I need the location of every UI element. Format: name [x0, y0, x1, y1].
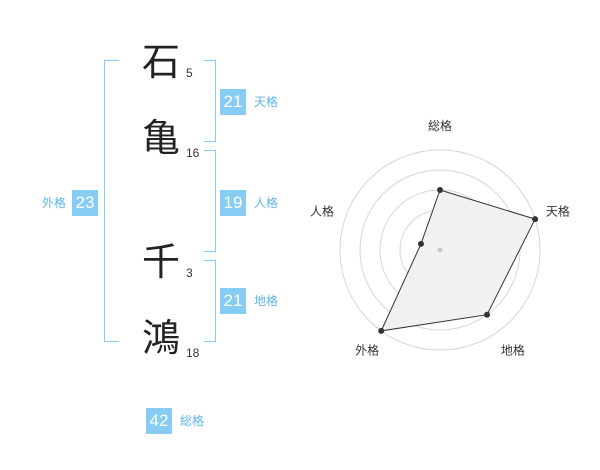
name-char-1: 石 — [141, 40, 180, 84]
stroke-count-4: 18 — [186, 346, 200, 360]
tenkaku-label: 天格 — [254, 95, 279, 109]
radar-ring-5 — [339, 149, 541, 351]
stroke-count-2: 16 — [186, 146, 200, 160]
gaikaku-label: 外格 — [42, 196, 67, 210]
chikaku-label: 地格 — [254, 294, 279, 308]
chikaku-value: 21 — [220, 288, 246, 314]
radar-axis-label-3: 地格 — [501, 342, 525, 357]
gaikaku-value: 23 — [72, 190, 98, 216]
radar-point-4 — [378, 327, 385, 334]
name-char-2: 亀 — [141, 116, 180, 160]
radar-point-1 — [437, 187, 443, 193]
soukaku-value: 42 — [146, 408, 172, 434]
stroke-count-1: 5 — [186, 66, 193, 80]
radar-axis-label-1: 総格 — [428, 118, 452, 133]
radar-axis-label-2: 天格 — [546, 204, 570, 219]
tenkaku-bracket — [204, 60, 216, 142]
tenkaku-value: 21 — [220, 89, 246, 115]
name-char-4: 鴻 — [141, 316, 180, 360]
radar-axis-label-5: 人格 — [310, 204, 334, 219]
radar-point-2 — [532, 216, 539, 223]
jinkaku-label: 人格 — [254, 196, 279, 210]
chikaku-bracket — [204, 260, 216, 342]
stroke-count-3: 3 — [186, 266, 193, 280]
soukaku-label: 総格 — [180, 414, 205, 428]
radar-axis-label-4: 外格 — [355, 342, 379, 357]
jinkaku-bracket — [204, 150, 216, 252]
radar-area — [380, 189, 536, 332]
gaikaku-bracket — [104, 60, 119, 342]
radar-point-3 — [484, 311, 491, 318]
name-char-3: 千 — [141, 240, 180, 284]
radar-point-5 — [417, 240, 424, 247]
jinkaku-value: 19 — [220, 190, 246, 216]
radar-center — [437, 247, 443, 253]
